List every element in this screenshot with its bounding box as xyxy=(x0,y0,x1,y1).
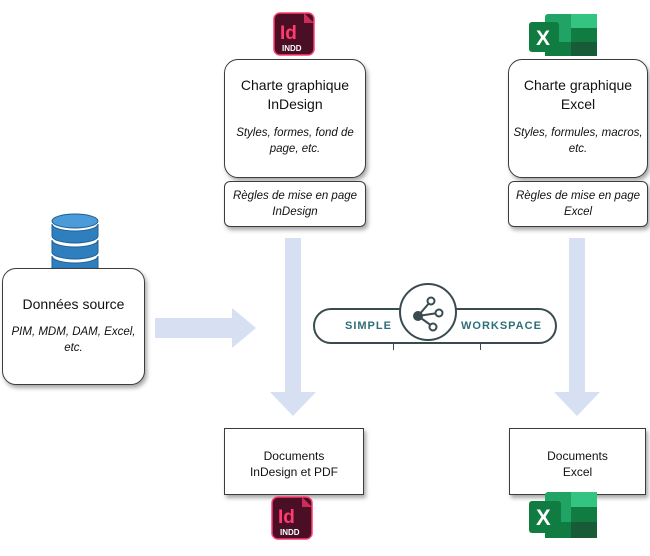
excel-output-badge-text: X xyxy=(536,505,551,530)
indesign-badge-sub: INDD xyxy=(282,44,302,53)
indesign-output-badge-sub: INDD xyxy=(280,528,300,537)
excel-badge-text: X xyxy=(536,27,550,50)
excel-icon: X xyxy=(527,12,599,63)
arrow-source-to-workspace xyxy=(155,308,256,348)
indesign-charter-title: Charte graphique InDesign xyxy=(240,77,350,112)
brand-word-simple: SIMPLE xyxy=(345,320,392,332)
excel-documents-box: Documents Excel xyxy=(509,428,646,495)
arrow-excel-down xyxy=(554,238,600,416)
excel-charter-title: Charte graphique Excel xyxy=(523,77,633,112)
indesign-documents-box: Documents InDesign et PDF xyxy=(224,428,364,495)
network-node-icon xyxy=(399,283,457,341)
indesign-badge-text: Id xyxy=(280,23,297,44)
excel-output-icon: X xyxy=(527,490,599,545)
brand-word-workspace: WORKSPACE xyxy=(461,320,542,332)
indesign-output-badge-text: Id xyxy=(278,507,295,528)
source-title: Données source xyxy=(22,296,125,312)
source-data-card: Données source PIM, MDM, DAM, Excel, etc… xyxy=(2,268,145,385)
source-details: PIM, MDM, DAM, Excel, etc. xyxy=(11,326,136,354)
brand-ticks xyxy=(393,344,481,350)
excel-rules-box: Règles de mise en page Excel xyxy=(508,181,648,227)
indesign-charter-details: Styles, formes, fond de page, etc. xyxy=(236,127,354,155)
indesign-rules-box: Règles de mise en page InDesign xyxy=(224,181,366,227)
excel-charter-details: Styles, formules, macros, etc. xyxy=(513,127,643,155)
arrow-indesign-down xyxy=(270,238,316,416)
indesign-charter-card: Charte graphique InDesign Styles, formes… xyxy=(224,59,366,178)
indesign-icon: Id INDD xyxy=(273,12,315,61)
database-icon xyxy=(51,213,99,276)
indesign-output-icon: Id INDD xyxy=(271,496,313,545)
excel-charter-card: Charte graphique Excel Styles, formules,… xyxy=(508,59,648,178)
